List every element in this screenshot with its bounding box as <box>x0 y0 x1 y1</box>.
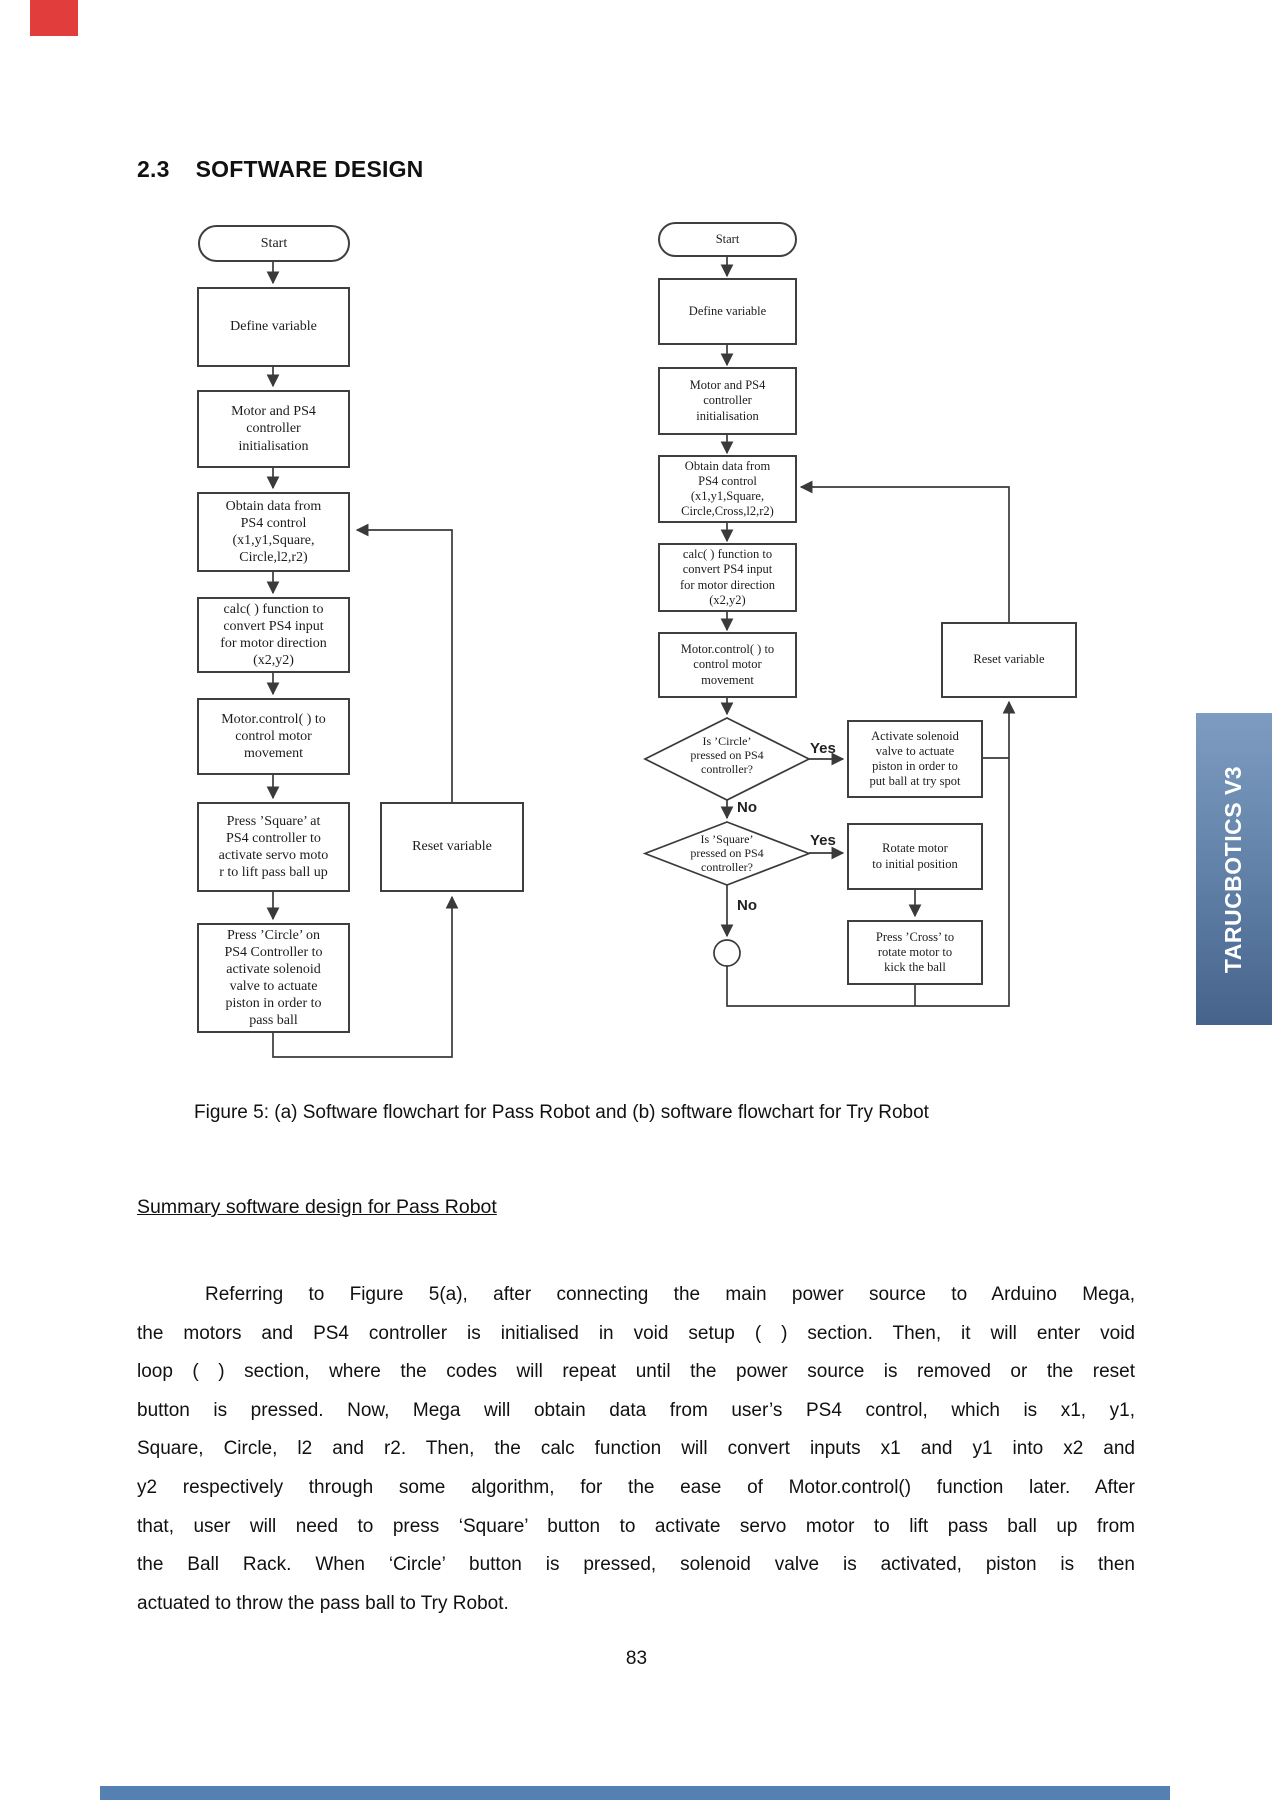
paragraph-line: Square, Circle, l2 and r2. Then, the cal… <box>137 1438 1135 1460</box>
try-reset-box: Reset variable <box>941 622 1077 698</box>
pass-press-square-box: Press ’Square’ at PS4 controller to acti… <box>197 802 350 892</box>
pass-obtain-box: Obtain data from PS4 control (x1,y1,Squa… <box>197 492 350 572</box>
paragraph-line: that, user will need to press ‘Square’ b… <box>137 1515 1135 1537</box>
try-define-box: Define variable <box>658 278 797 345</box>
try-calc-box: calc( ) function to convert PS4 input fo… <box>658 543 797 612</box>
pass-calc-box: calc( ) function to convert PS4 input fo… <box>197 597 350 673</box>
paragraph-line: Referring to Figure 5(a), after connecti… <box>205 1284 1135 1305</box>
pass-define-box: Define variable <box>197 287 350 367</box>
try-press-cross-box: Press ’Cross’ to rotate motor to kick th… <box>847 920 983 985</box>
try-flow-lines <box>720 257 1016 1007</box>
body-paragraph: Referring to Figure 5(a), after connecti… <box>137 1276 1135 1623</box>
section-heading: 2.3 SOFTWARE DESIGN <box>137 156 423 183</box>
section-number: 2.3 <box>137 156 170 182</box>
pass-start-node: Start <box>198 225 350 262</box>
paragraph-line: the motors and PS4 controller is initial… <box>137 1322 1135 1344</box>
summary-heading: Summary software design for Pass Robot <box>137 1196 497 1218</box>
sidebar-tab: TARUCBOTICS V3 <box>1196 713 1272 1025</box>
bottom-blue-bar <box>100 1786 1170 1800</box>
try-activate-box: Activate solenoid valve to actuate pisto… <box>847 720 983 798</box>
paragraph-line: the Ball Rack. When ‘Circle’ button is p… <box>137 1554 1135 1576</box>
pass-flow-lines <box>266 262 459 1058</box>
sidebar-tab-label: TARUCBOTICS V3 <box>1220 765 1247 973</box>
pass-press-circle-box: Press ’Circle’ on PS4 Controller to acti… <box>197 923 350 1033</box>
decision-circle-diamond <box>643 717 811 801</box>
yes-label-square-branch: Yes <box>810 832 836 849</box>
pass-init-box: Motor and PS4 controller initialisation <box>197 390 350 468</box>
try-decision-circle-label: Is ’Circle’ pressed on PS4 controller? <box>690 734 764 776</box>
top-red-decoration <box>30 0 78 36</box>
section-title: SOFTWARE DESIGN <box>195 156 424 182</box>
paragraph-line: loop ( ) section, where the codes will r… <box>137 1361 1135 1383</box>
paragraph-line: button is pressed. Now, Mega will obtain… <box>137 1399 1135 1421</box>
paragraph-line: actuated to throw the pass ball to Try R… <box>137 1592 509 1614</box>
try-start-node: Start <box>658 222 797 257</box>
paragraph-line: y2 respectively through some algorithm, … <box>137 1476 1135 1498</box>
decision-square-diamond <box>642 821 812 886</box>
pass-motor-box: Motor.control( ) to control motor moveme… <box>197 698 350 775</box>
connector-terminal-circle <box>713 939 741 967</box>
no-label-square-branch: No <box>737 897 757 914</box>
try-obtain-box: Obtain data from PS4 control (x1,y1,Squa… <box>658 455 797 523</box>
figure-caption: Figure 5: (a) Software flowchart for Pas… <box>194 1102 929 1123</box>
page-number: 83 <box>625 1648 648 1669</box>
try-decision-square-label: Is ’Square’ pressed on PS4 controller? <box>690 832 764 874</box>
pass-reset-box: Reset variable <box>380 802 524 892</box>
try-rotate-box: Rotate motor to initial position <box>847 823 983 890</box>
yes-label-circle-branch: Yes <box>810 740 836 757</box>
try-motor-box: Motor.control( ) to control motor moveme… <box>658 632 797 698</box>
try-init-box: Motor and PS4 controller initialisation <box>658 367 797 435</box>
no-label-circle-branch: No <box>737 799 757 816</box>
